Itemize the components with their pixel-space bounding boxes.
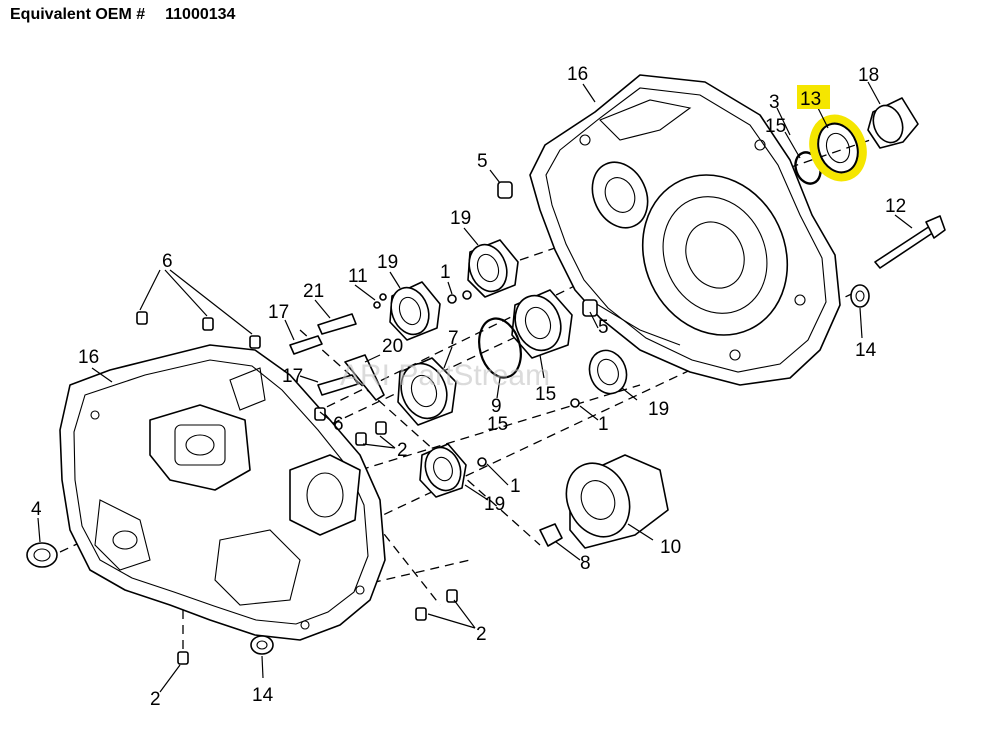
callout-18: 18 — [858, 65, 879, 86]
callout-labels: 16 18 13 3 15 5 12 19 19 1 11 21 17 20 7… — [31, 64, 906, 710]
callout-13-highlight — [797, 85, 830, 109]
bearing-19-c — [588, 349, 628, 395]
oem-number: 11000134 — [165, 6, 236, 23]
bearing-7 — [397, 357, 457, 426]
callout-9: 9 — [491, 396, 502, 417]
callout-19-d: 19 — [484, 494, 505, 515]
oem-label: Equivalent OEM # — [10, 6, 146, 23]
callout-21: 21 — [303, 281, 324, 302]
callout-20: 20 — [382, 336, 403, 357]
callout-15-b: 15 — [487, 414, 508, 435]
watermark-text: ARI PartStream — [340, 359, 550, 392]
bearing-19-d — [419, 443, 467, 498]
page-header: Equivalent OEM # 11000134 — [10, 6, 235, 24]
callout-3: 3 — [769, 92, 780, 113]
callout-6-mid: 6 — [333, 414, 344, 435]
bearing-7-large — [511, 289, 573, 359]
seal-4 — [26, 542, 58, 568]
callout-19-c: 19 — [648, 399, 669, 420]
callout-17-a: 17 — [268, 302, 289, 323]
seal-13-highlighted — [809, 114, 867, 182]
washer-14-bottom — [250, 635, 274, 655]
callout-16-right: 16 — [567, 64, 588, 85]
bearing-19-a — [467, 239, 519, 298]
callout-1-a: 1 — [440, 262, 451, 283]
bolt-12 — [874, 215, 946, 269]
callout-14-right: 14 — [855, 340, 877, 361]
callout-2-mid: 2 — [397, 440, 408, 461]
callout-13: 13 — [800, 89, 821, 110]
callout-15-c: 15 — [535, 384, 556, 405]
callout-19-b: 19 — [377, 252, 398, 273]
leader-lines — [37, 81, 913, 693]
oil-filter-10 — [565, 454, 669, 549]
callout-5-top: 5 — [477, 151, 488, 172]
screws — [373, 290, 580, 467]
left-crankcase-half — [59, 344, 386, 641]
callout-19-a: 19 — [450, 208, 471, 229]
fitting-8 — [539, 523, 563, 547]
callout-2-bottom: 2 — [150, 689, 161, 710]
brackets-17-21-20 — [289, 313, 385, 401]
right-crankcase-half — [529, 74, 841, 386]
callout-7: 7 — [448, 328, 459, 349]
callout-1-b: 1 — [598, 414, 609, 435]
dowel-pins — [136, 181, 598, 665]
callout-14-bottom: 14 — [252, 685, 274, 706]
retaining-ring-9 — [478, 317, 522, 379]
callout-2-right: 2 — [476, 624, 487, 645]
callout-1-c: 1 — [510, 476, 521, 497]
callout-5-mid: 5 — [598, 317, 609, 338]
callout-17-b: 17 — [282, 366, 303, 387]
bearing-19-b — [389, 281, 441, 341]
bushing-18 — [867, 97, 919, 149]
callout-8: 8 — [580, 553, 591, 574]
callout-11: 11 — [348, 266, 368, 287]
callout-10: 10 — [660, 537, 681, 558]
callout-6-top: 6 — [162, 251, 173, 272]
washer-14-right — [850, 284, 870, 308]
callout-16-left: 16 — [78, 347, 99, 368]
callout-15-seal: 15 — [765, 116, 786, 137]
callout-12: 12 — [885, 196, 906, 217]
callout-4: 4 — [31, 499, 42, 520]
